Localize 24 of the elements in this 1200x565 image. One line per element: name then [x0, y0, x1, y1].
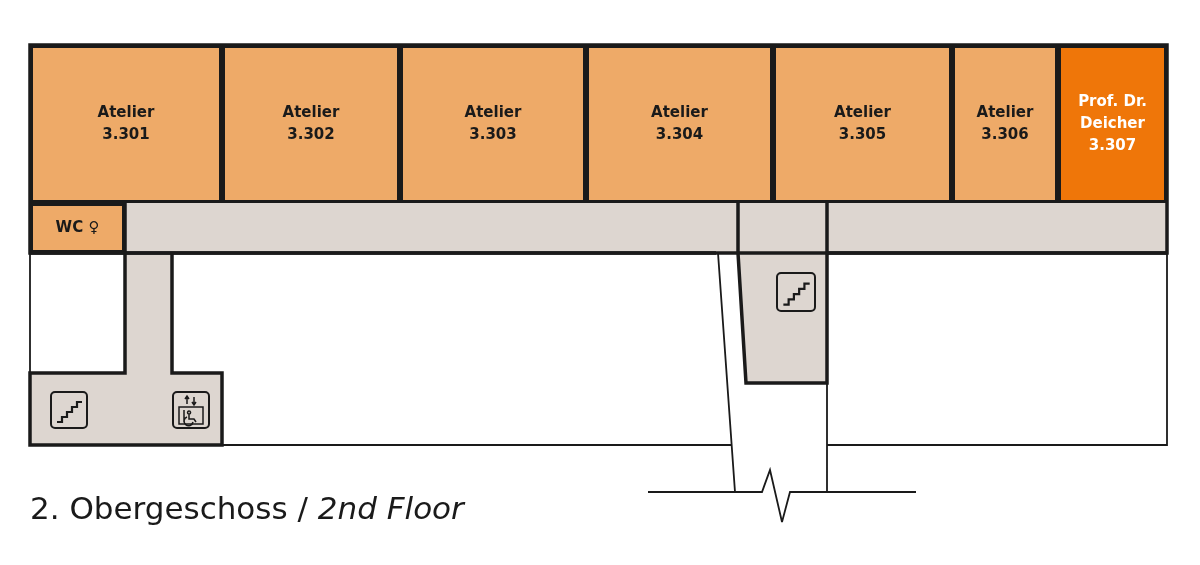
room: [1058, 45, 1167, 203]
room-label: 3.307: [1088, 134, 1137, 156]
room: [773, 45, 952, 203]
room-label: 3.306: [981, 124, 1029, 145]
room: [30, 45, 222, 203]
room: [400, 45, 586, 203]
room-label: Prof. Dr. Deicher: [1077, 91, 1148, 135]
room-label: 3.302: [287, 124, 335, 145]
room-label: Atelier: [282, 102, 340, 124]
room: [30, 203, 125, 253]
room: [222, 45, 400, 203]
room-label: Atelier: [97, 102, 155, 124]
room-label: 3.303: [469, 124, 517, 145]
room-label: 3.305: [838, 124, 887, 145]
room-label: Atelier: [976, 102, 1034, 124]
room-label: WC ♀: [55, 217, 100, 239]
floor-title: 2. Obergeschoss / 2nd Floor: [30, 490, 464, 526]
room: [952, 45, 1058, 203]
room: [586, 45, 773, 203]
room-label: 3.301: [102, 124, 150, 145]
room-label: Atelier: [651, 102, 708, 124]
room-label: Atelier: [464, 102, 522, 124]
room-label: Atelier: [834, 102, 891, 124]
room-label: 3.304: [655, 124, 704, 145]
